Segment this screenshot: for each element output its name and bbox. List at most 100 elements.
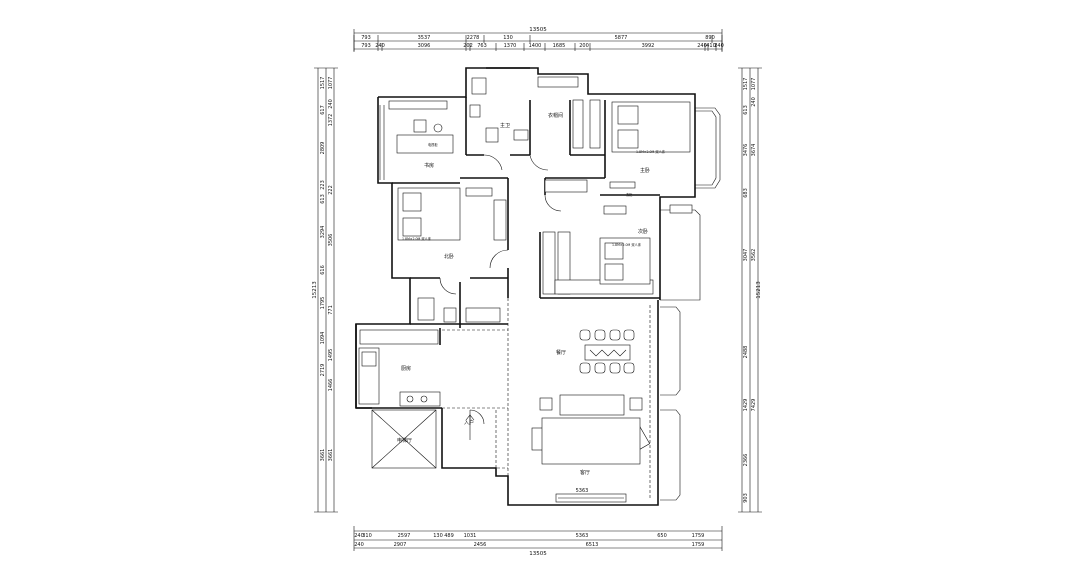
top-dim-r2-11: 410 [706, 43, 716, 49]
room-label-dining: 餐厅 [556, 349, 566, 356]
bottom-dim-r1-2: 2597 [398, 533, 411, 539]
room-label-entry: 入户 [464, 419, 474, 426]
bottom-dim-r2-2: 2456 [474, 542, 487, 548]
bottom-dim-r1-8: 1759 [692, 533, 705, 539]
left-dim-r1-9: 2719 [320, 364, 326, 377]
room-label-study: 书房 [424, 162, 434, 169]
right-dim-r1-1: 613 [743, 105, 749, 115]
left-dim-r2-2: 1372 [328, 114, 334, 127]
bed-label-second: 1.8M×2.0M 双人床 [612, 242, 642, 247]
top-total-dimension: 13505 [529, 27, 547, 33]
tv-cabinet-label: 电视柜 [428, 142, 438, 147]
left-dim-r2-6: 1495 [328, 349, 334, 362]
top-dim-r2-7: 1685 [553, 43, 566, 49]
right-dim-r1-8: 903 [743, 493, 749, 503]
bottom-dim-r1-3: 130 [433, 533, 443, 539]
top-dim-r2-0: 793 [361, 43, 371, 49]
dashed-openings [442, 298, 651, 500]
right-dim-r2-1: 240 [751, 97, 757, 107]
bottom-dim-r1-1: 310 [362, 533, 372, 539]
right-dim-r1-7: 2366 [743, 454, 749, 467]
kitchen-counters [358, 329, 441, 407]
top-dim-r2-9: 3992 [642, 43, 655, 49]
beds [397, 101, 691, 285]
left-dim-r1-5: 3294 [320, 226, 326, 239]
top-dim-r1-5: 890 [705, 35, 715, 41]
bottom-dim-r2-0: 240 [354, 542, 364, 548]
top-dim-r1-3: 130 [503, 35, 513, 41]
top-dim-r2-1: 240 [375, 43, 385, 49]
left-dim-r2-1: 240 [328, 99, 334, 109]
room-label-second-bedroom: 次卧 [638, 228, 648, 235]
left-dim-r1-1: 617 [320, 105, 326, 115]
left-dim-r2-8: 3661 [328, 449, 334, 462]
exterior-walls [355, 67, 696, 506]
right-total-dimension: 15213 [756, 281, 762, 299]
room-label-north-bedroom: 北卧 [444, 253, 454, 260]
left-dim-r2-7: 1466 [328, 379, 334, 392]
room-label-cloakroom: 衣帽间 [548, 112, 563, 119]
bathroom-fixtures [417, 77, 529, 323]
right-dim-r1-6: 1429 [743, 399, 749, 412]
right-dim-r2-0: 1077 [751, 78, 757, 91]
top-dim-r2-3: 202 [463, 43, 473, 49]
bottom-dim-r2-4: 1759 [692, 542, 705, 548]
left-dim-r2-0: 1077 [328, 77, 334, 90]
bottom-dim-r1-0: 240 [354, 533, 364, 539]
right-dim-r1-2: 3476 [743, 144, 749, 157]
top-dim-r1-4: 5877 [615, 35, 628, 41]
left-dim-r1-7: 1795 [320, 297, 326, 310]
top-dim-r1-1: 3537 [418, 35, 431, 41]
bed-label-north: 1.8M×2.0M 双人床 [402, 236, 432, 241]
left-dim-r1-10: 3661 [320, 449, 326, 462]
room-label-living: 客厅 [580, 469, 590, 476]
room-label-kitchen: 厨房 [401, 365, 411, 372]
bottom-dim-r1-6: 5363 [576, 533, 589, 539]
left-dim-r2-3: 222 [328, 185, 334, 195]
right-dim-r2-3: 3562 [751, 249, 757, 262]
bottom-dim-r2-3: 6513 [586, 542, 599, 548]
top-dim-r2-8: 200 [579, 43, 589, 49]
top-dim-r2-12: 240 [714, 43, 724, 49]
bottom-dim-r1-7: 650 [657, 533, 667, 539]
dining-table [579, 329, 635, 374]
room-label-master-bedroom: 主卧 [640, 167, 650, 174]
top-dim-r2-10: 240 [697, 43, 707, 49]
left-dim-r1-4: 613 [320, 194, 326, 204]
left-total-dimension: 15213 [312, 281, 318, 299]
left-dim-r1-8: 1094 [320, 332, 326, 345]
left-dim-r1-6: 616 [320, 265, 326, 275]
room-label-master-bath: 主卫 [500, 122, 510, 129]
bottom-dim-r1-5: 1031 [464, 533, 477, 539]
right-dim-r2-2: 3674 [751, 144, 757, 157]
bottom-total-dimension: 13505 [529, 551, 547, 557]
left-dim-r2-4: 3506 [328, 234, 334, 247]
tv-wall-dimension: 5363 [576, 488, 589, 494]
living-furniture [531, 394, 651, 503]
wardrobe-label: 衣柜 [626, 192, 633, 197]
bottom-dimensions: 240 310 2597 130 489 1031 5363 650 1759 … [353, 526, 723, 557]
bed-label-master: 1.8M×2.0M 双人床 [636, 149, 666, 154]
right-dim-r2-4: 7429 [751, 399, 757, 412]
top-dim-r2-5: 1370 [504, 43, 517, 49]
top-dim-r2-6: 1400 [529, 43, 542, 49]
study-desk [396, 119, 454, 154]
top-dim-r2-4: 763 [477, 43, 487, 49]
room-label-elevator-hall: 电梯厅 [397, 437, 412, 444]
top-dim-r2-2: 3096 [418, 43, 431, 49]
bottom-dim-r1-4: 489 [444, 533, 454, 539]
top-dim-r1-2: 2278 [467, 35, 480, 41]
left-dimensions: 15213 1517 617 2809 223 613 3294 616 179… [312, 67, 338, 513]
elevator-hall [371, 409, 437, 469]
left-dim-r1-3: 223 [320, 180, 326, 190]
left-dim-r1-0: 1517 [320, 77, 326, 90]
left-dim-r1-2: 2809 [320, 142, 326, 155]
bottom-dim-r2-1: 2907 [394, 542, 407, 548]
right-dim-r1-3: 683 [743, 188, 749, 198]
top-dim-r1-0: 793 [361, 35, 371, 41]
top-dimensions: 13505 793 3537 2278 130 5877 890 793 240… [353, 27, 724, 52]
right-dim-r1-5: 2488 [743, 346, 749, 359]
right-dim-r1-4: 3047 [743, 249, 749, 262]
entry-arrow [465, 414, 475, 440]
